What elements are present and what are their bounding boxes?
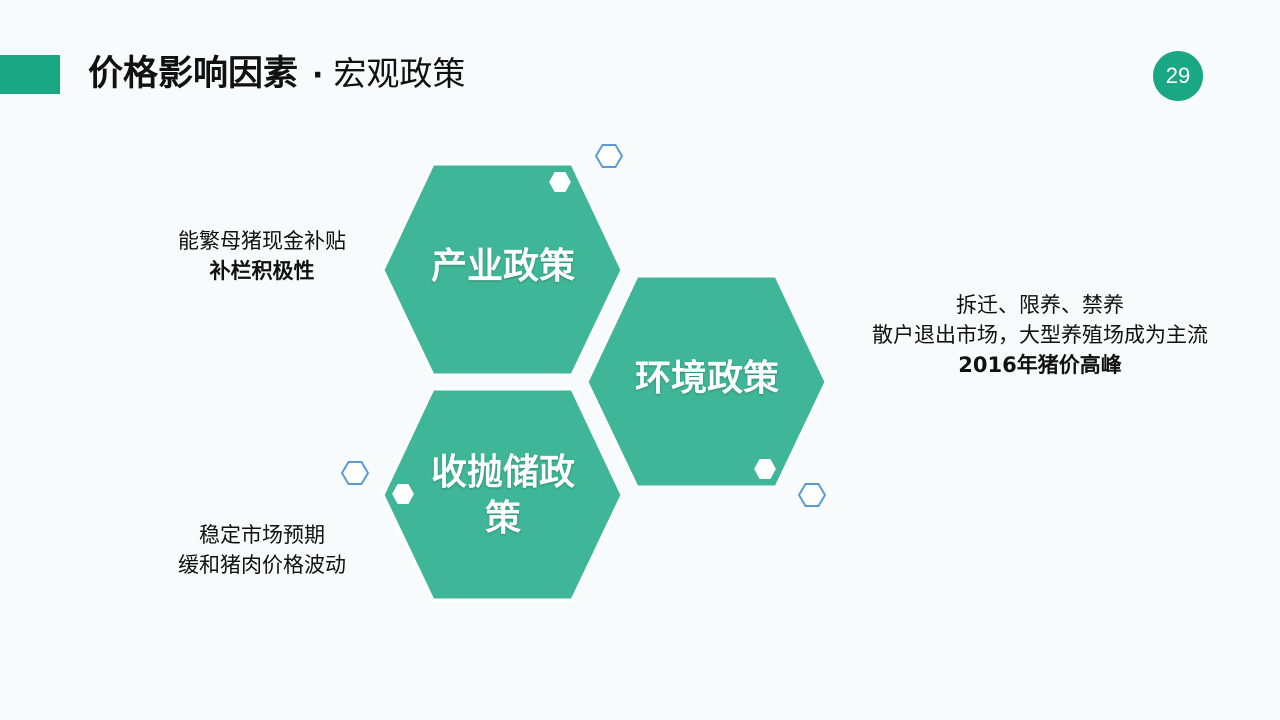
hex-reserve-policy [381, 387, 624, 602]
hex-industry-policy [381, 162, 624, 377]
small-hexagon-decoration [751, 457, 779, 481]
small-hexagon-decoration [340, 461, 370, 485]
small-hexagon-decoration [389, 482, 417, 506]
title-separator: · [312, 58, 324, 93]
note-line: 稳定市场预期 [199, 523, 325, 547]
note-reserve-policy: 稳定市场预期 缓和猪肉价格波动 [152, 520, 372, 580]
hex-label-environment-policy: 环境政策 [634, 358, 779, 399]
note-line: 缓和猪肉价格波动 [178, 553, 346, 577]
small-hexagon-decoration [797, 483, 827, 507]
note-industry-policy: 能繁母猪现金补贴 补栏积极性 [152, 226, 372, 286]
note-line: 拆迁、限养、禁养 [956, 293, 1124, 317]
small-hexagon-decoration [594, 144, 624, 168]
page-number-badge: 29 [1153, 51, 1203, 101]
title-main: 价格影响因素 [88, 54, 299, 94]
note-line: 散户退出市场，大型养殖场成为主流 [872, 323, 1208, 347]
hex-label-reserve-policy: 收抛储政 策 [430, 452, 575, 539]
page-title: 价格影响因素 · 宏观政策 [88, 48, 465, 100]
note-line: 补栏积极性 [209, 259, 315, 283]
title-accent-bar [0, 55, 60, 94]
note-line: 能繁母猪现金补贴 [178, 229, 346, 253]
hex-label-industry-policy: 产业政策 [430, 246, 575, 287]
hex-environment-policy [585, 274, 828, 489]
small-hexagon-decoration [546, 170, 574, 194]
note-environment-policy: 拆迁、限养、禁养 散户退出市场，大型养殖场成为主流 2016年猪价高峰 [830, 290, 1250, 380]
note-line: 2016年猪价高峰 [958, 353, 1122, 377]
title-sub: 宏观政策 [333, 54, 466, 93]
